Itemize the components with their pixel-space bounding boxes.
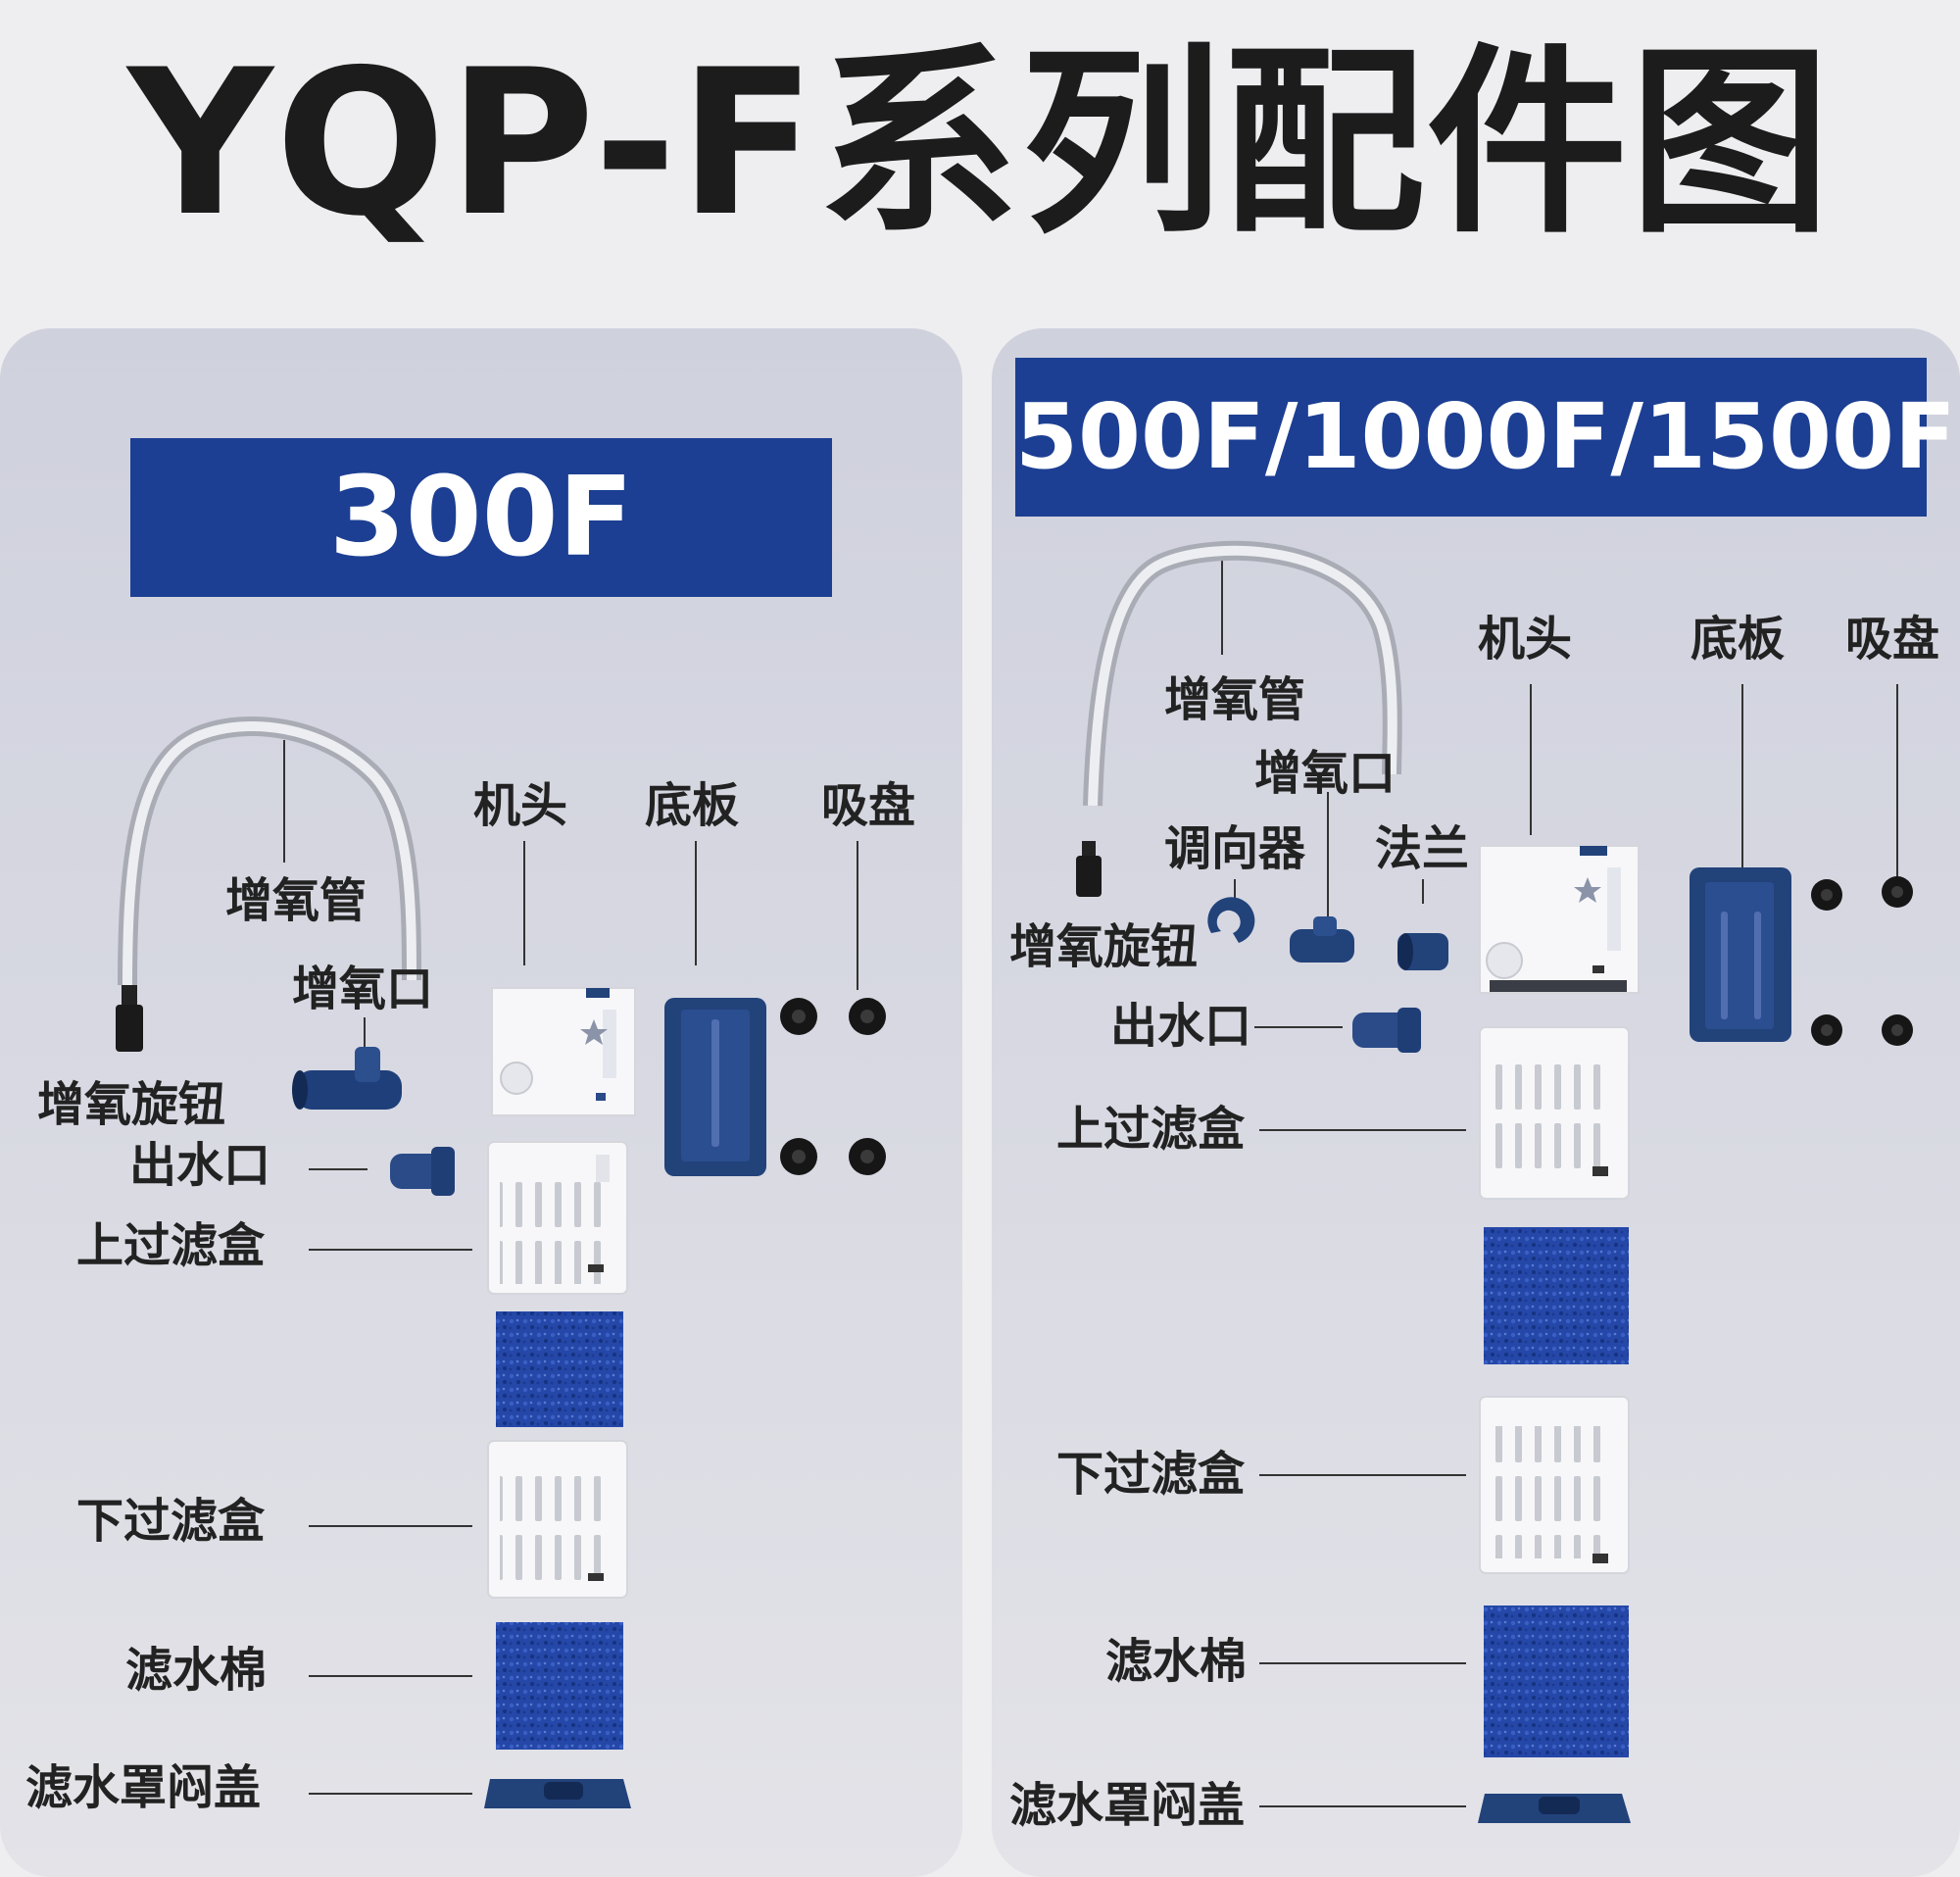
label-air-knob-right: 增氧旋钮 (1009, 919, 1199, 974)
upper-filter-box-left (487, 1141, 628, 1295)
label-air-inlet-right: 增氧口 (1254, 746, 1396, 801)
sponge-left-1 (496, 1311, 623, 1427)
base-plate-right (1690, 867, 1791, 1042)
air-inlet-left (292, 1047, 402, 1110)
label-filter-sponge-left: 滤水棉 (125, 1643, 268, 1698)
label-water-outlet-right: 出水口 (1110, 999, 1252, 1054)
label-base-plate-left: 底板 (645, 778, 740, 833)
direction-adjuster (1207, 897, 1255, 943)
lower-filter-box-left (487, 1440, 628, 1599)
motor-head-left (491, 987, 636, 1116)
suction-cups-right (1811, 876, 1913, 1046)
label-upper-filter-box-right: 上过滤盒 (1056, 1102, 1246, 1157)
air-knob-right (1076, 841, 1102, 897)
air-tube-right (1083, 540, 1402, 807)
model-banner-300f: 300F (130, 438, 832, 597)
label-air-inlet-left: 增氧口 (292, 962, 434, 1016)
valve-cover-right (1478, 1794, 1631, 1823)
label-water-outlet-left: 出水口 (129, 1138, 271, 1193)
label-suction-cup-right: 吸盘 (1845, 612, 1940, 667)
page-title: YQP-F系列配件图 (127, 27, 1833, 261)
label-valve-cover-right: 滤水罩闷盖 (1009, 1778, 1246, 1833)
base-plate-left (664, 998, 766, 1176)
label-base-plate-right: 底板 (1690, 612, 1786, 667)
label-filter-sponge-right: 滤水棉 (1105, 1634, 1248, 1689)
label-motor-head-left: 机头 (473, 778, 568, 833)
label-suction-cup-left: 吸盘 (821, 778, 916, 833)
upper-filter-box-right (1479, 1026, 1630, 1200)
water-outlet-left (390, 1147, 455, 1196)
label-direction-adjuster: 调向器 (1164, 821, 1306, 876)
sponge-right-1 (1484, 1227, 1629, 1364)
suction-cups-left (780, 998, 886, 1175)
leader-lines-left (283, 740, 858, 1795)
leader-lines-right (1221, 561, 1898, 1807)
label-air-knob-left: 增氧旋钮 (37, 1077, 226, 1132)
flange (1397, 933, 1448, 970)
label-air-tube-left: 增氧管 (225, 873, 368, 928)
label-flange: 法兰 (1375, 821, 1470, 876)
air-inlet-right (1290, 916, 1354, 963)
label-lower-filter-box-right: 下过滤盒 (1056, 1447, 1246, 1502)
motor-head-right (1479, 845, 1640, 994)
label-valve-cover-left: 滤水罩闷盖 (25, 1760, 262, 1815)
sponge-left-2 (496, 1622, 623, 1750)
label-lower-filter-box-left: 下过滤盒 (76, 1494, 266, 1549)
sponge-right-2 (1484, 1605, 1629, 1757)
air-tube-left (118, 716, 421, 986)
model-banner-500f-1500f: 500F/1000F/1500F (1015, 358, 1956, 517)
panel-500f-1000f-1500f (992, 328, 1960, 1877)
lower-filter-box-right (1479, 1396, 1630, 1574)
label-upper-filter-box-left: 上过滤盒 (76, 1218, 266, 1273)
water-outlet-right (1352, 1008, 1421, 1053)
valve-cover-left (484, 1779, 631, 1808)
label-motor-head-right: 机头 (1478, 612, 1573, 667)
label-air-tube-right: 增氧管 (1164, 672, 1306, 727)
air-knob-left (116, 985, 143, 1052)
